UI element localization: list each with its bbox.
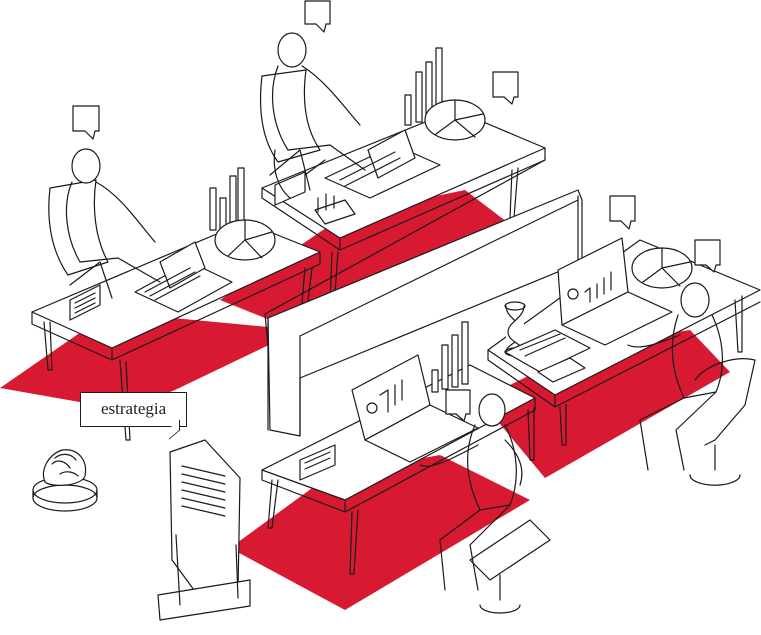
laptop-icon xyxy=(557,237,673,346)
speech-bubble-icon xyxy=(72,105,100,140)
office-chair-icon xyxy=(259,69,321,163)
brain-icon xyxy=(32,449,98,512)
calendar-icon xyxy=(274,171,306,206)
tablet-icon xyxy=(504,329,591,383)
speech-bubble-icon xyxy=(304,0,331,33)
floor-accent-areas xyxy=(0,190,730,610)
person-seated-back-middle xyxy=(259,32,366,191)
pie-chart-icon xyxy=(214,219,276,261)
laptop-icon xyxy=(134,241,233,313)
calendar-icon xyxy=(69,284,101,321)
person-seated-back-left xyxy=(48,148,161,299)
floor-area-front-left xyxy=(230,455,530,610)
speech-bubble-icon xyxy=(609,195,636,230)
laptop-icon xyxy=(351,354,479,463)
floor-area-back-left xyxy=(0,312,300,410)
strategy-label: estrategia xyxy=(101,399,167,418)
speech-bubble-icon xyxy=(492,71,519,105)
office-chair-icon xyxy=(469,519,551,614)
office-chair-icon xyxy=(48,179,109,276)
pie-chart-icon xyxy=(631,247,693,289)
office-chair-icon xyxy=(273,149,326,199)
speech-bubble-icon xyxy=(694,239,721,273)
pie-chart-icon xyxy=(424,99,486,141)
flipchart-icon xyxy=(157,439,251,621)
floor-area-front-right xyxy=(480,330,730,478)
bar-chart-icon xyxy=(314,193,356,225)
bar-chart-icon xyxy=(431,321,469,393)
laptop-icon xyxy=(324,129,441,199)
calendar-icon xyxy=(299,444,336,481)
office-chair-icon xyxy=(689,358,756,486)
strategy-speech-bubble: estrategia xyxy=(80,392,188,427)
floor-area-back-middle xyxy=(220,190,515,336)
divider-panel xyxy=(267,189,583,437)
speech-bubble-icon xyxy=(445,389,471,422)
person-seated-front-middle xyxy=(419,393,551,614)
person-seated-front-right xyxy=(627,282,756,486)
